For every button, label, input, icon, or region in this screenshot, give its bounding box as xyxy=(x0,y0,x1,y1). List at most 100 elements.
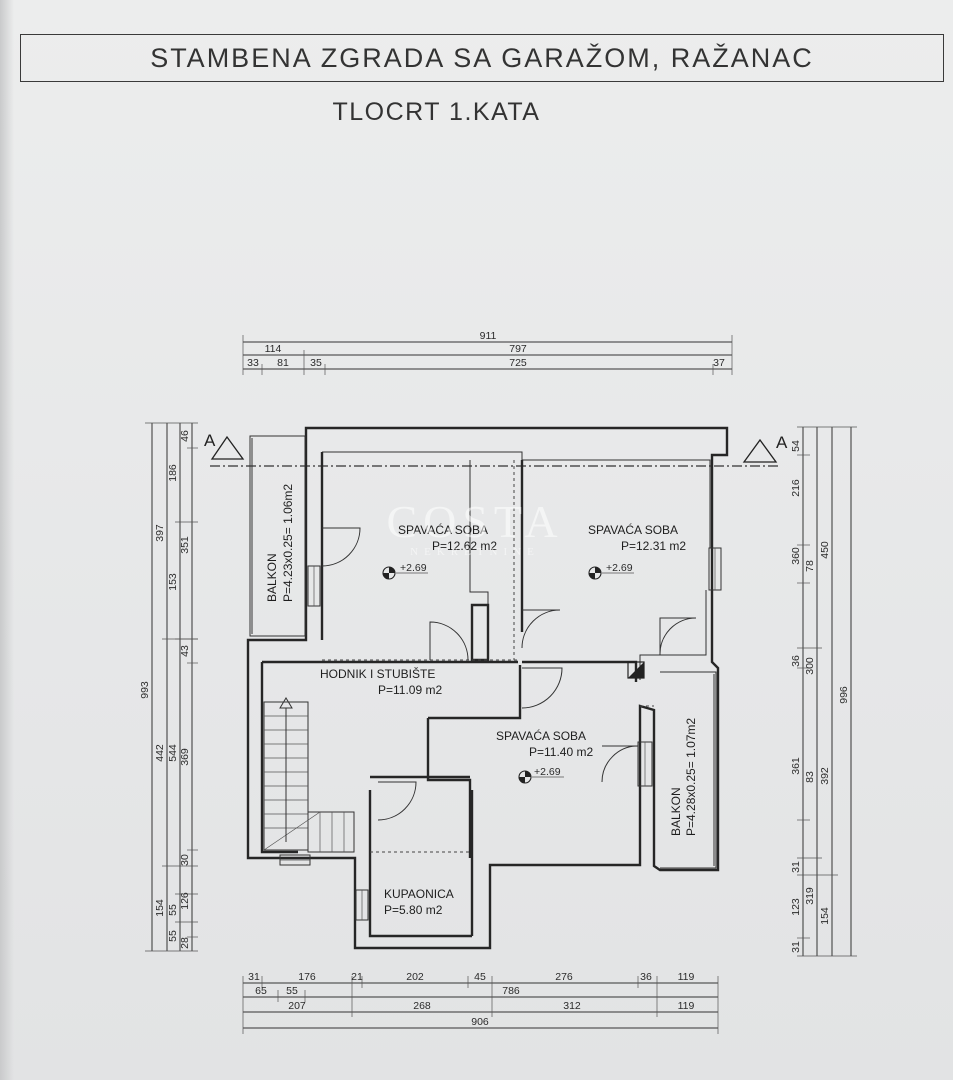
dim-left-46: 46 xyxy=(179,430,191,442)
room-area-hallway: P=11.09 m2 xyxy=(378,683,442,697)
balcony-area-right: P=4.28x0.25= 1.07m2 xyxy=(684,718,698,836)
dim-right-83: 83 xyxy=(804,771,816,783)
dim-right-392: 392 xyxy=(819,767,831,785)
dim-right-450: 450 xyxy=(819,541,831,559)
dim-bottom-312: 312 xyxy=(563,1000,581,1012)
dim-bottom-207: 207 xyxy=(288,1000,306,1012)
dim-right-216: 216 xyxy=(790,479,802,497)
dim-top-797: 797 xyxy=(509,343,527,355)
door-bedroom3 xyxy=(521,667,563,709)
watermark-tagline: NEKRETNINE xyxy=(410,546,540,558)
dim-left-55b: 55 xyxy=(167,930,179,942)
door-bathroom xyxy=(377,781,417,821)
room-labels: SPAVAĆA SOBA P=12.62 m2 SPAVAĆA SOBA P=1… xyxy=(265,484,698,917)
dim-left-28: 28 xyxy=(179,937,191,949)
windows xyxy=(279,547,722,921)
staircase xyxy=(263,697,355,853)
room-area-bathroom: P=5.80 m2 xyxy=(384,903,443,917)
dim-left-126: 126 xyxy=(179,892,191,910)
level-text-bedroom2: +2.69 xyxy=(606,562,633,574)
section-marker-right-icon xyxy=(742,438,778,463)
door-balcony-left xyxy=(321,527,361,567)
dim-right-36: 36 xyxy=(790,655,802,667)
room-area-bedroom3: P=11.40 m2 xyxy=(529,745,593,759)
level-text-bedroom1: +2.69 xyxy=(400,562,427,574)
balcony-name-right: BALKON xyxy=(669,787,683,836)
dim-right-154: 154 xyxy=(819,907,831,925)
section-marker-left-icon xyxy=(210,435,245,460)
dim-bottom-55: 55 xyxy=(286,985,298,997)
dim-bottom-36: 36 xyxy=(640,971,652,983)
dim-right-300: 300 xyxy=(804,657,816,675)
dim-left-442: 442 xyxy=(154,744,166,762)
dim-bottom-65: 65 xyxy=(255,985,267,997)
dim-left-55a: 55 xyxy=(167,904,179,916)
dim-left-351: 351 xyxy=(179,536,191,554)
top-dimensions: 911 114 797 33 81 35 725 37 xyxy=(242,330,733,375)
section-label-right: A xyxy=(776,433,788,452)
doors xyxy=(321,527,697,821)
dim-left-154: 154 xyxy=(154,899,166,917)
room-name-bedroom3: SPAVAĆA SOBA xyxy=(496,728,586,743)
dim-left-43: 43 xyxy=(179,645,191,657)
dim-bottom-276: 276 xyxy=(555,971,573,983)
dim-left-30: 30 xyxy=(179,854,191,866)
dim-top-81: 81 xyxy=(277,357,289,369)
section-label-left: A xyxy=(204,431,216,450)
dim-left-369: 369 xyxy=(179,748,191,766)
left-dimensions: 993 397 442 154 186 153 544 55 55 46 351… xyxy=(139,422,198,952)
room-name-bathroom: KUPAONICA xyxy=(384,887,454,901)
dim-bottom-268: 268 xyxy=(413,1000,431,1012)
door-bedroom2-left xyxy=(521,609,561,649)
dim-bottom-906: 906 xyxy=(471,1016,489,1028)
right-dimensions: 54 216 78 36 300 83 31 123 31 360 361 31… xyxy=(790,426,857,957)
room-name-hallway: HODNIK I STUBIŠTE xyxy=(320,666,435,681)
door-balcony-right xyxy=(601,745,639,783)
balcony-name-left: BALKON xyxy=(265,553,279,602)
page-shadow xyxy=(0,0,14,1080)
level-text-bedroom3: +2.69 xyxy=(534,766,561,778)
dim-right-54: 54 xyxy=(790,440,802,452)
dim-bottom-31: 31 xyxy=(248,971,260,983)
level-marker-bedroom1: +2.69 xyxy=(382,562,428,580)
dim-bottom-21: 21 xyxy=(351,971,363,983)
watermark: COSTA NEKRETNINE xyxy=(360,498,590,578)
level-marker-bedroom2: +2.69 xyxy=(588,562,634,580)
dim-bottom-202: 202 xyxy=(406,971,424,983)
room-area-bedroom2: P=12.31 m2 xyxy=(621,539,686,553)
drawing-title-box: STAMBENA ZGRADA SA GARAŽOM, RAŽANAC xyxy=(20,34,944,82)
drawing-title: STAMBENA ZGRADA SA GARAŽOM, RAŽANAC xyxy=(150,42,814,73)
dim-left-186: 186 xyxy=(167,464,179,482)
dim-bottom-786: 786 xyxy=(502,985,520,997)
dim-top-37: 37 xyxy=(713,357,725,369)
dim-left-397: 397 xyxy=(154,524,166,542)
dim-bottom-119b: 119 xyxy=(678,1000,695,1012)
dim-top-725: 725 xyxy=(509,357,527,369)
room-name-bedroom1: SPAVAĆA SOBA xyxy=(398,522,488,537)
shaft-symbol-icon xyxy=(627,661,645,679)
drawing-subtitle: TLOCRT 1.KATA xyxy=(332,98,541,126)
door-bedroom2-right xyxy=(659,617,697,656)
dim-right-360: 360 xyxy=(790,547,802,565)
level-marker-bedroom3: +2.69 xyxy=(518,766,564,784)
stair-arrow-icon xyxy=(279,697,293,709)
dim-right-31b: 31 xyxy=(790,941,802,953)
watermark-brand: COSTA xyxy=(386,496,564,547)
dim-right-78: 78 xyxy=(804,560,816,572)
dim-left-993: 993 xyxy=(139,681,151,699)
room-area-bedroom1: P=12.62 m2 xyxy=(432,539,497,553)
dim-top-911: 911 xyxy=(480,330,497,342)
dim-bottom-176: 176 xyxy=(298,971,316,983)
dim-right-31a: 31 xyxy=(790,861,802,873)
dim-left-544: 544 xyxy=(167,744,179,762)
dim-top-114: 114 xyxy=(265,343,282,355)
dim-right-361: 361 xyxy=(790,757,802,775)
bottom-dimensions: 31 176 21 202 45 276 36 119 65 55 786 20… xyxy=(242,971,719,1034)
room-name-bedroom2: SPAVAĆA SOBA xyxy=(588,522,678,537)
door-bedroom1 xyxy=(429,621,469,661)
dim-bottom-45: 45 xyxy=(474,971,486,983)
dim-bottom-119a: 119 xyxy=(678,971,695,983)
dim-right-123: 123 xyxy=(790,898,802,916)
